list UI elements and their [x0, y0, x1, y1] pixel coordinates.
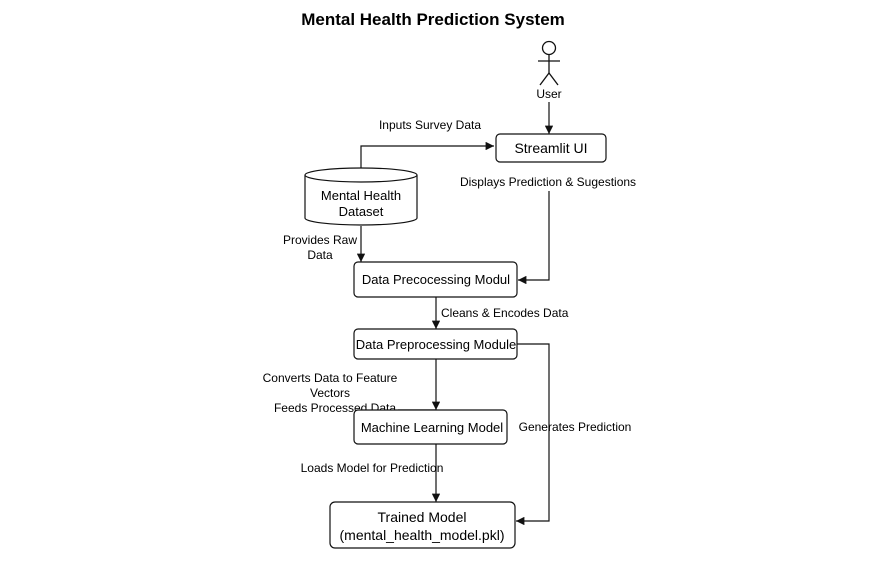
ml-model-node: Machine Learning Model	[353, 409, 508, 445]
user-actor-icon	[538, 40, 560, 86]
user-label: User	[536, 87, 561, 101]
edge-displays-prediction	[518, 191, 550, 285]
preprocessing-node: Data Preprocessing Module	[353, 328, 518, 360]
converts-label-1: Converts Data to Feature	[263, 371, 398, 385]
streamlit-ui-node: Streamlit UI	[495, 133, 607, 163]
generates-prediction-label: Generates Prediction	[519, 420, 632, 434]
ml-model-label: Machine Learning Model	[361, 420, 503, 435]
trained-model-label-line2: (mental_health_model.pkl)	[340, 527, 505, 543]
provides-raw-label-1: Provides Raw	[283, 233, 357, 247]
precocessing-label: Data Precocessing Modul	[362, 272, 510, 287]
precocessing-node: Data Precocessing Modul	[353, 261, 518, 298]
inputs-survey-label: Inputs Survey Data	[379, 118, 481, 132]
converts-label-2: Vectors	[310, 386, 350, 400]
page-title: Mental Health Prediction System	[301, 10, 565, 29]
dataset-label-line1: Mental Health	[321, 188, 401, 203]
loads-model-label: Loads Model for Prediction	[301, 461, 444, 475]
edge-inputs-survey	[360, 141, 494, 168]
streamlit-ui-label: Streamlit UI	[514, 140, 587, 156]
trained-model-node: Trained Model (mental_health_model.pkl)	[329, 501, 516, 549]
preprocessing-label: Data Preprocessing Module	[356, 337, 516, 352]
provides-raw-label-2: Data	[307, 248, 333, 262]
edge-generates-prediction	[516, 343, 550, 526]
dataset-label-line2: Dataset	[339, 204, 384, 219]
displays-prediction-label: Displays Prediction & Sugestions	[460, 175, 636, 189]
dataset-node: Mental Health Dataset	[304, 167, 418, 226]
cleans-encodes-label: Cleans & Encodes Data	[441, 306, 569, 320]
trained-model-label-line1: Trained Model	[378, 509, 467, 525]
